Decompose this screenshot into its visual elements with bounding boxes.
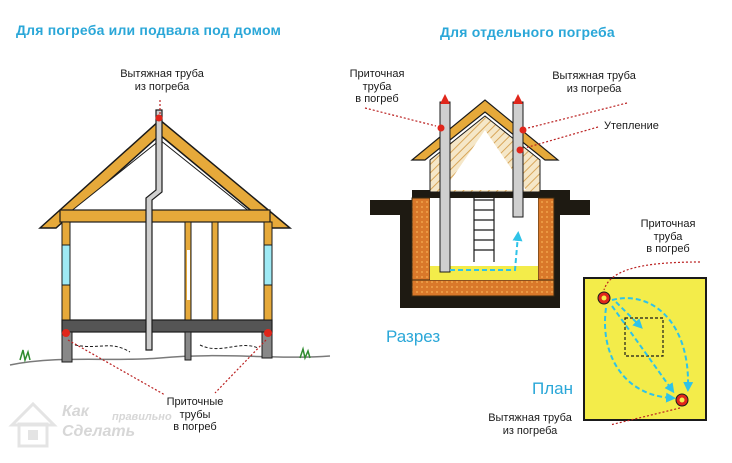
leader-section-exhaust — [527, 102, 628, 129]
cellar-section — [364, 94, 628, 308]
plan-airflow-4 — [615, 301, 643, 329]
airflow-arc-right — [199, 344, 259, 349]
plan-hatch — [624, 317, 664, 357]
left-exhaust-line2: из погреба — [134, 80, 190, 93]
section-supply-line3: в погреб — [355, 93, 399, 106]
ground-grass — [19, 346, 311, 363]
watermark-line1b: правильно — [112, 411, 172, 423]
left-exhaust-line1: Вытяжная труба — [120, 68, 204, 80]
section-supply-label: Приточная труба в погреб — [342, 68, 412, 106]
section-roof-white — [444, 130, 526, 190]
watermark-line1: Как — [62, 403, 89, 420]
supply-vent-left — [62, 329, 70, 337]
leader-section-supply — [364, 107, 437, 127]
section-insulation-marker — [516, 146, 524, 154]
left-supply-line1: Приточные — [166, 396, 224, 408]
house-icon-watermark — [8, 401, 58, 448]
left-wall-window — [61, 244, 71, 286]
inner-post-glass — [187, 250, 190, 300]
plan-airflow-3 — [611, 305, 675, 394]
top-beam — [59, 209, 271, 223]
left-supply-line3: в погреб — [173, 421, 217, 434]
exhaust-marker — [155, 114, 163, 122]
supply-pipe-arrow — [440, 94, 450, 104]
section-caption: Разрез — [386, 327, 441, 346]
plan-supply-vent-hole — [601, 295, 607, 301]
section-supply-marker — [437, 124, 445, 132]
supply-vent-right — [264, 329, 272, 337]
plan-exhaust-line1: Вытяжная труба — [488, 412, 572, 424]
plan-exhaust-label: Вытяжная труба из погреба — [470, 412, 590, 437]
left-exhaust-label: Вытяжная труба из погреба — [92, 68, 232, 93]
plan-supply-label: Приточная труба в погреб — [626, 218, 710, 256]
exhaust-pipe-section — [512, 101, 524, 218]
plan-exhaust-line2: из погреба — [502, 424, 558, 437]
insulation-bottom — [411, 279, 555, 297]
mid-foundation — [184, 331, 192, 361]
plan-airflow-1 — [611, 297, 694, 392]
cellar-plan — [583, 261, 707, 426]
section-supply-line1: Приточная — [349, 68, 405, 80]
section-exhaust-marker — [519, 126, 527, 134]
ladder — [473, 192, 495, 262]
leader-insulation — [524, 126, 599, 149]
inner-post-2 — [211, 221, 219, 321]
section-exhaust-line1: Вытяжная труба — [552, 70, 636, 82]
left-supply-line2: трубы — [179, 408, 211, 421]
right-wall-window — [263, 244, 273, 286]
plan-supply-line3: в погреб — [646, 243, 690, 256]
insulation-label: Утепление — [604, 120, 659, 132]
section-supply-line2: труба — [362, 80, 392, 93]
exhaust-pipe — [145, 109, 163, 351]
floor-beam — [61, 319, 273, 333]
leader-plan-supply — [603, 261, 701, 291]
left-supply-label: Приточные трубы в погреб — [150, 396, 240, 434]
plan-supply-line1: Приточная — [640, 218, 696, 230]
exhaust-pipe-arrow — [513, 94, 523, 104]
plan-exhaust-vent-hole — [679, 397, 685, 403]
house-section — [9, 100, 331, 396]
plan-caption: План — [532, 379, 573, 398]
section-exhaust-label: Вытяжная труба из погреба — [534, 70, 654, 95]
watermark-line2: Сделать — [62, 423, 136, 440]
right-title: Для отдельного погреба — [440, 24, 615, 40]
ground-line — [9, 354, 331, 366]
left-title: Для погреба или подвала под домом — [16, 22, 282, 38]
section-roof — [410, 99, 560, 161]
airflow-arc-left — [74, 344, 131, 353]
section-exhaust-line2: из погреба — [566, 82, 622, 95]
leader-supply-left — [67, 339, 166, 396]
section-airflow — [450, 231, 523, 271]
plan-supply-line2: труба — [653, 230, 683, 243]
leader-supply-right — [214, 339, 267, 394]
leader-plan-exhaust — [609, 407, 681, 426]
